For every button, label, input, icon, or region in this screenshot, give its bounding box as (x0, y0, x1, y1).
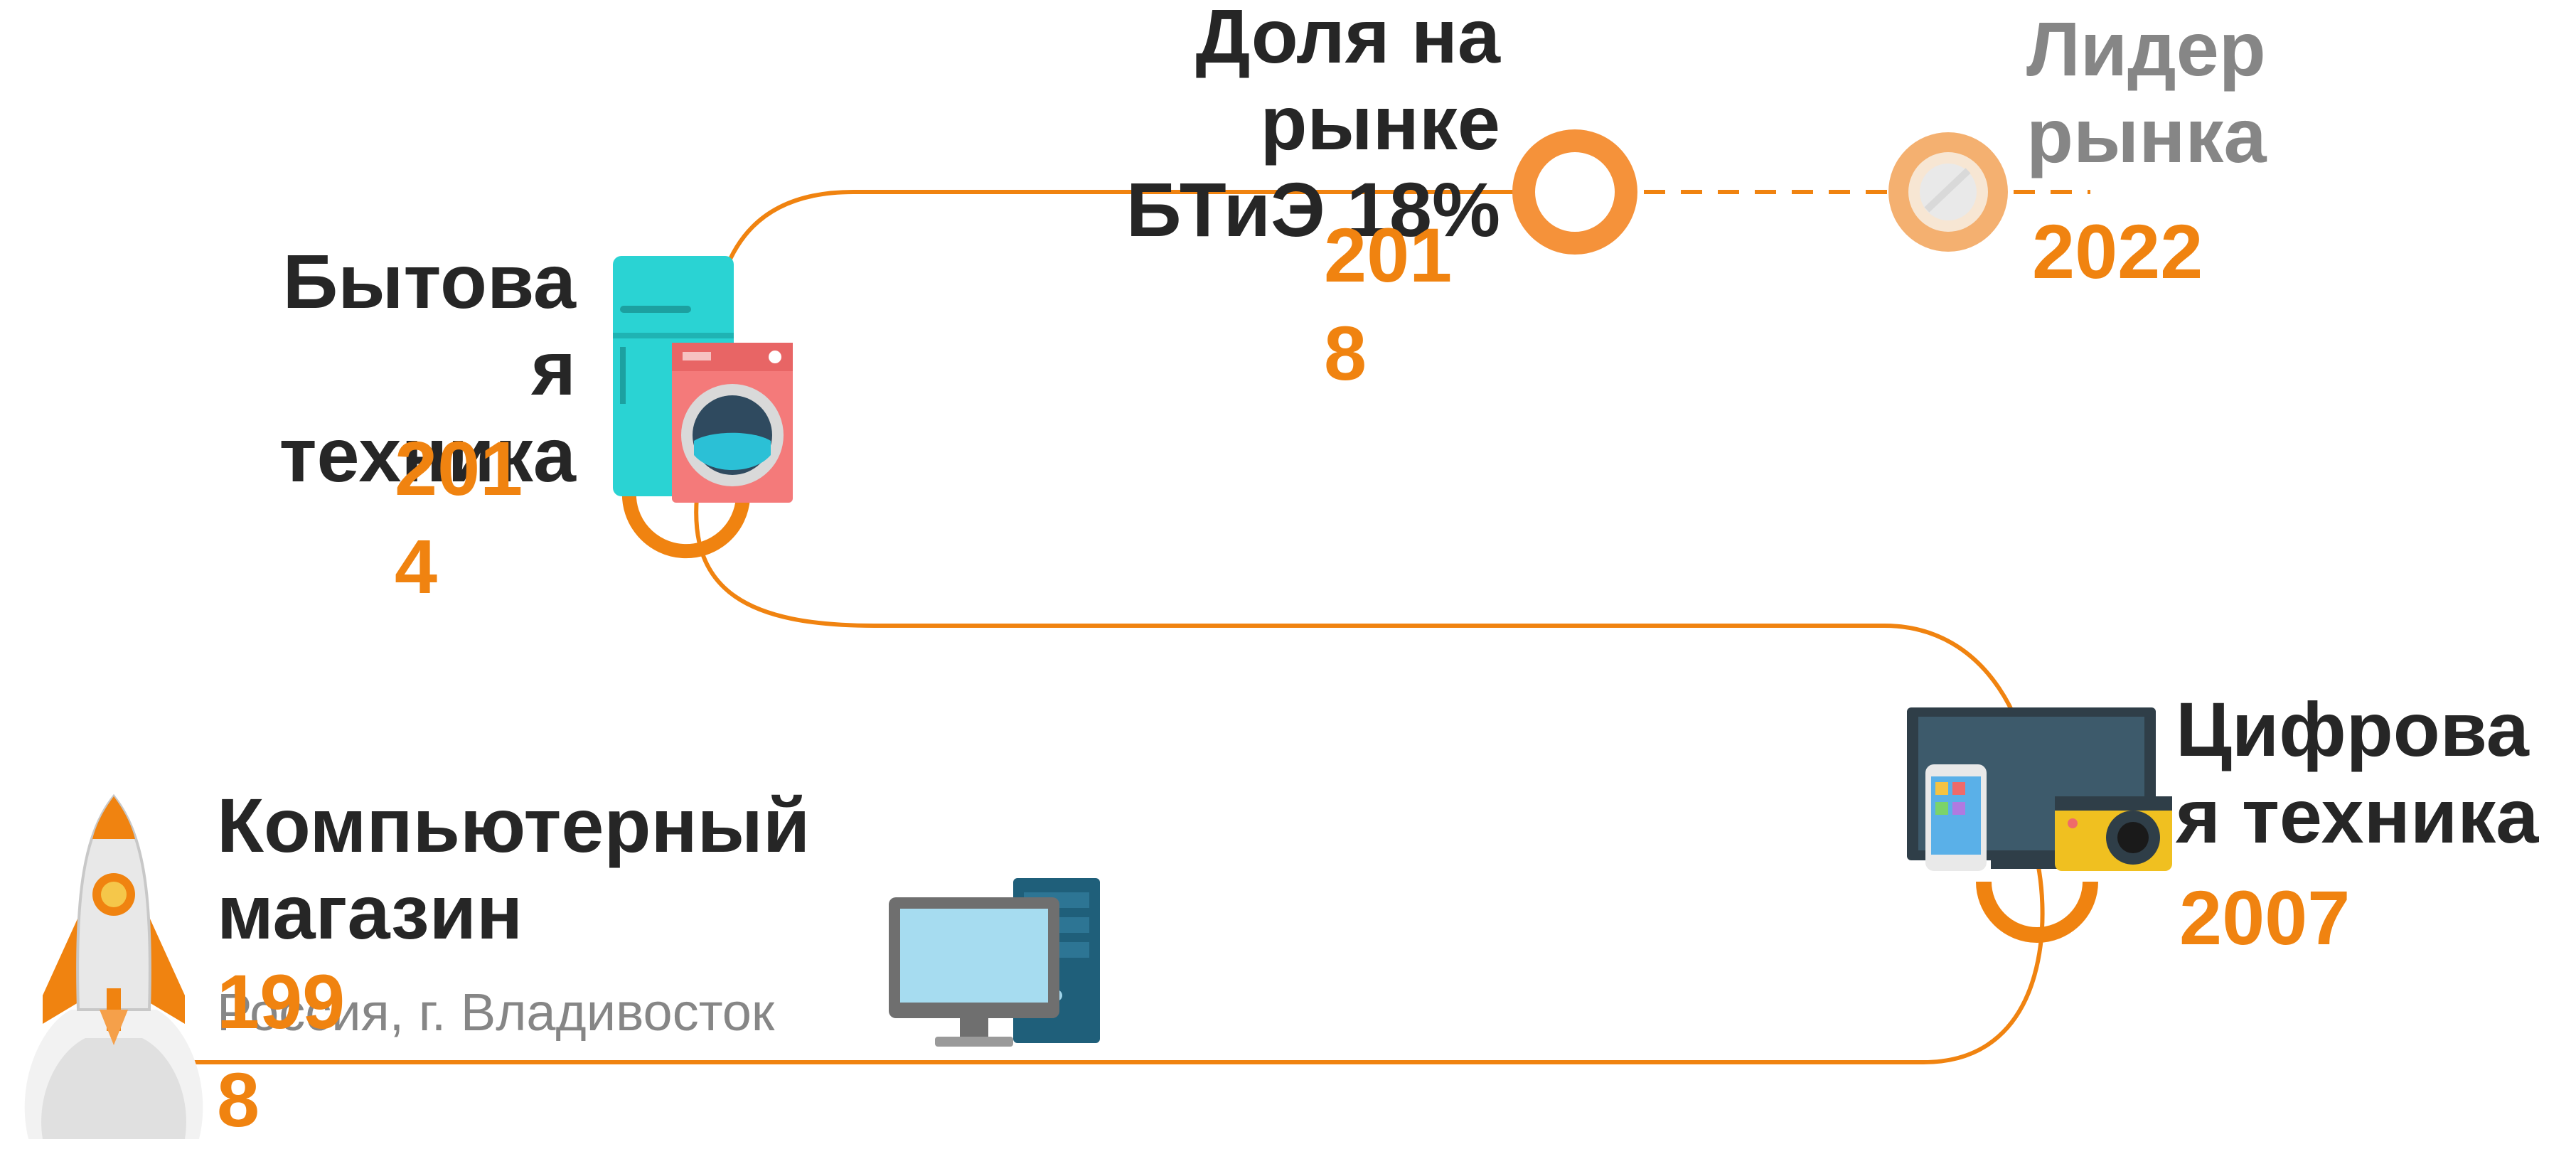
digital-title-line1: Цифрова (2176, 686, 2529, 772)
leader-marker-icon (1888, 132, 2008, 252)
computer-title-line2: магазин (217, 869, 523, 956)
leader-title: Лидер рынка (2026, 6, 2267, 179)
digital-year: 2007 (2179, 875, 2351, 961)
computer-year-line1: 199 (217, 958, 346, 1044)
computer-year-line2: 8 (217, 1057, 260, 1143)
share-title-line2: рынке (1260, 80, 1500, 166)
rocket-icon (24, 793, 203, 1139)
fridge-washer-icon (613, 256, 793, 503)
computer-title: Компьютерный магазин (217, 782, 810, 956)
share-title-line3: БТиЭ 18% (1126, 166, 1500, 253)
share-title-line1: Доля на (1195, 0, 1500, 79)
leader-title-line1: Лидер (2026, 6, 2266, 92)
share-year: 201 8 (1324, 206, 1452, 402)
tv-phone-camera-icon (1907, 707, 2172, 871)
leader-title-line2: рынка (2026, 92, 2267, 179)
computer-icon (889, 878, 1100, 1047)
digital-marker-arc (1976, 881, 2098, 943)
appliances-title: Бытова я техника (142, 238, 576, 498)
share-year-line2: 8 (1324, 310, 1367, 397)
computer-title-line1: Компьютерный (217, 782, 811, 868)
leader-year: 2022 (2032, 208, 2203, 294)
share-title: Доля на рынке БТиЭ 18% (995, 0, 1500, 253)
digital-title-line2: я техника (2176, 773, 2539, 860)
appliances-title-line3: техника (279, 412, 576, 498)
appliances-year-line2: 4 (395, 523, 438, 610)
computer-year: 199 8 (217, 953, 345, 1149)
appliances-title-line2: я (530, 325, 576, 412)
appliances-year: 201 4 (395, 419, 523, 616)
appliances-title-line1: Бытова (282, 238, 576, 324)
appliances-marker-arc (621, 490, 750, 559)
share-year-line1: 201 (1324, 212, 1453, 298)
digital-title: Цифрова я техника (2176, 686, 2538, 860)
computer-subtitle: Россия, г. Владивосток (217, 983, 775, 1042)
share-marker-ring (1512, 129, 1637, 255)
appliances-year-line1: 201 (395, 425, 523, 511)
